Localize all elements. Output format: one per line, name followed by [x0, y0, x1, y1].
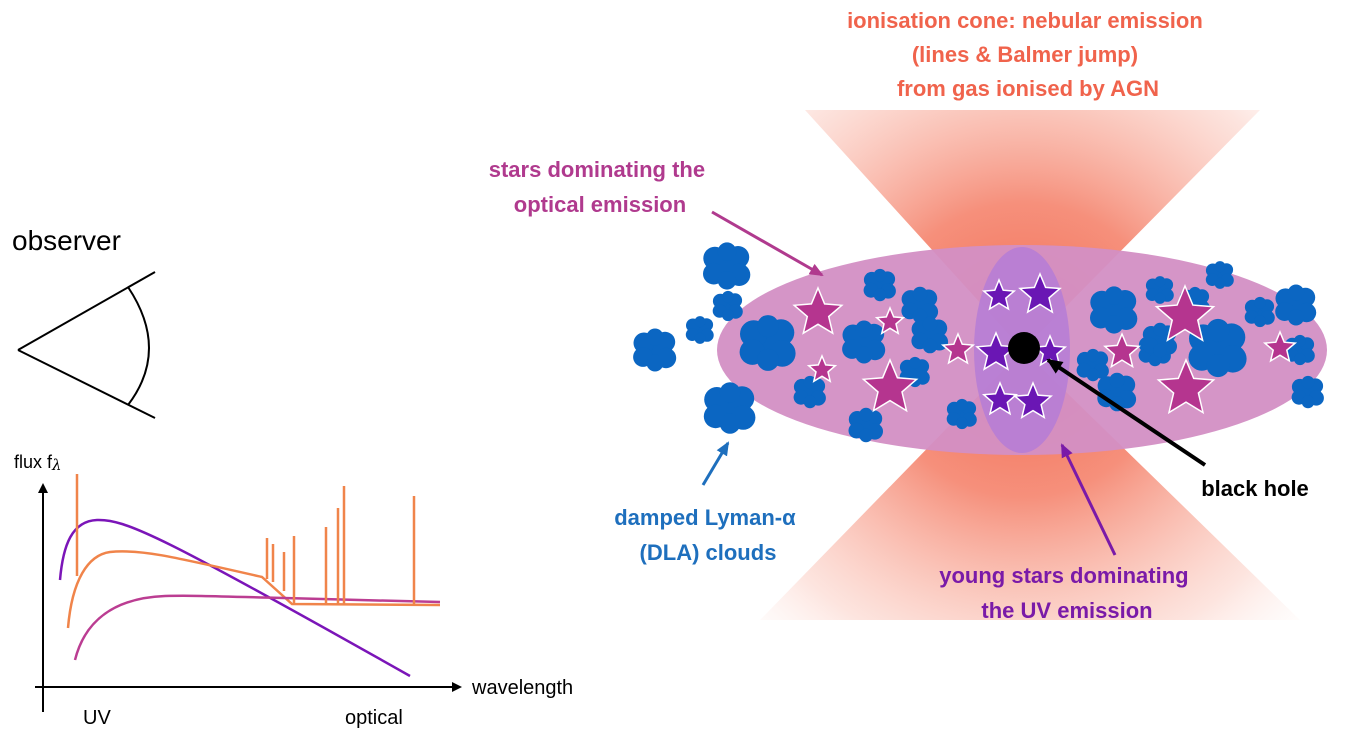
cloud-icon: [793, 375, 826, 409]
ionisation-cone-lower: [760, 350, 1300, 620]
cloud-icon: [899, 356, 930, 388]
star-icon: [792, 286, 844, 335]
young-stars-label-line-1: young stars dominating: [939, 563, 1188, 588]
star-icon: [861, 358, 919, 413]
flux-axis-label: flux fλ: [14, 452, 62, 474]
cloud-icon: [1090, 286, 1138, 334]
cloud-icon: [1188, 318, 1247, 378]
cloud-icon: [685, 316, 714, 344]
cloud-icon: [911, 316, 949, 354]
ionisation-cone: [760, 110, 1300, 620]
dla-label-arrow: [701, 441, 730, 486]
cloud-icon: [703, 242, 751, 290]
black-hole-label: black hole: [1201, 476, 1309, 501]
cloud-icon: [863, 268, 896, 302]
optical-tick-label: optical: [345, 707, 403, 729]
star-icon: [1156, 358, 1216, 415]
star-icon: [981, 278, 1017, 311]
uv-tick-label: UV: [83, 707, 111, 729]
emission-lines: [75, 474, 416, 604]
stars-optical-label: stars dominating the optical emission: [489, 157, 711, 217]
young-stars-label: young stars dominating the UV emission: [939, 563, 1194, 623]
star-icon: [1018, 272, 1062, 314]
nebular-spectrum: [66, 550, 441, 629]
cloud-icon: [901, 286, 939, 324]
stars-label-arrow: [711, 210, 824, 277]
flux-axis-label-text: flux f: [14, 452, 53, 472]
cloud-icon: [1076, 348, 1109, 382]
cone-label-line-2: (lines & Balmer jump): [912, 42, 1138, 67]
star-icon: [806, 354, 838, 383]
ionisation-cone-upper: [805, 110, 1260, 350]
young-stars-label-arrow: [1060, 443, 1117, 556]
wavelength-axis-label: wavelength: [471, 677, 573, 699]
cloud-icon: [848, 407, 883, 443]
flux-axis-label-sub: λ: [51, 456, 62, 474]
cloud-icon: [633, 328, 677, 372]
stars-optical-label-line-1: stars dominating the: [489, 157, 705, 182]
cloud-icon: [1291, 375, 1324, 409]
old-stars-spectrum: [73, 594, 441, 661]
dla-label-line-2: (DLA) clouds: [640, 540, 777, 565]
young-stars-spectrum: [58, 518, 411, 678]
cloud-icon: [1244, 296, 1275, 328]
cone-label-line-3: from gas ionised by AGN: [897, 76, 1159, 101]
stars-optical-label-line-2: optical emission: [514, 192, 686, 217]
cloud-icon: [1145, 276, 1174, 304]
star-icon: [1262, 330, 1298, 363]
cloud-icon: [739, 315, 796, 371]
cloud-icon: [1142, 322, 1178, 358]
dla-label-line-1: damped Lyman-α: [614, 505, 796, 530]
cloud-icon: [1205, 261, 1234, 289]
cloud-icon: [946, 398, 977, 430]
black-hole-icon: [1008, 332, 1040, 364]
star-icon: [1154, 284, 1216, 342]
star-icon: [874, 306, 906, 335]
eye-icon: [17, 271, 156, 419]
star-icon: [1103, 332, 1141, 369]
cloud-icon: [712, 290, 743, 322]
young-stars-label-line-2: the UV emission: [981, 598, 1152, 623]
black-hole-label-arrow: [1046, 358, 1207, 467]
star-icon: [981, 381, 1019, 416]
cloud-icon: [842, 320, 886, 364]
cloud-icon: [703, 382, 756, 434]
spectrum-plot: flux fλ wavelength UV optical: [14, 452, 573, 729]
star-icon: [1013, 381, 1053, 419]
cloud-icon: [1275, 284, 1317, 326]
observer-label: observer: [12, 225, 121, 256]
dla-clouds: [633, 242, 1324, 443]
cone-label: ionisation cone: nebular emission (lines…: [847, 8, 1209, 101]
star-icon: [940, 332, 976, 365]
stars: [792, 272, 1298, 419]
dla-label: damped Lyman-α (DLA) clouds: [614, 505, 802, 565]
cone-label-line-1: ionisation cone: nebular emission: [847, 8, 1203, 33]
